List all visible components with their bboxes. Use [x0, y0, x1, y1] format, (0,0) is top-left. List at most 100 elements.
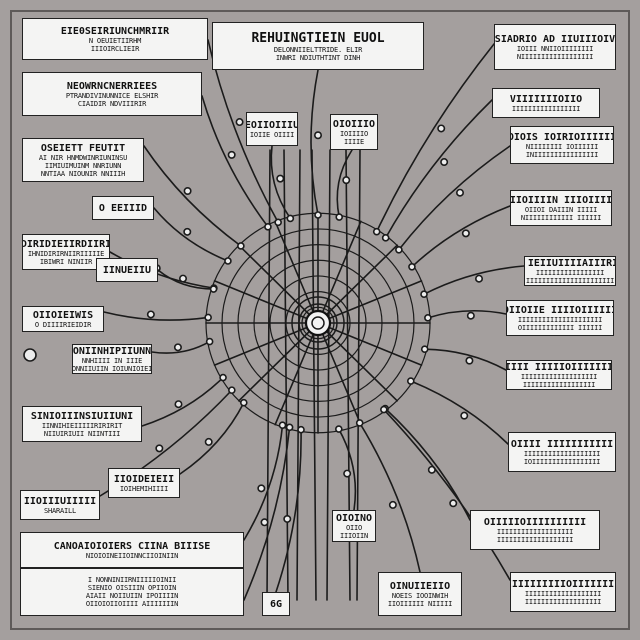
- label-line: IIIIIIIIIIIIIIIII: [511, 104, 581, 113]
- label-line: IOIIE OIIII: [249, 130, 295, 139]
- label-line: IIOIIIIII NIIIII: [387, 599, 453, 608]
- connector-wire: [141, 376, 224, 427]
- label-box-r6: NIIII IIIIIOIIIIIIIIIIIIIIIIIIIIIIIIIIII…: [506, 360, 612, 390]
- label-line: IIMIUIMUINM NNRIUNN: [44, 161, 122, 170]
- label-heading: OIOIS IOIRIOIIIIII: [510, 131, 614, 143]
- vertical-wire: [311, 149, 317, 601]
- label-line: IINNIHIEIIIIIRIRIRIT: [41, 421, 123, 430]
- wire-node: [455, 188, 464, 197]
- label-heading: IIIIIIIIIIOIIIIIIII: [510, 578, 616, 590]
- connector-wire: [384, 99, 493, 239]
- label-heading: EIE0SEIRIUNCHMRIIR: [60, 25, 170, 37]
- wire-node: [343, 469, 352, 478]
- label-heading: OIIOIIIIN IIIOIIIII: [510, 194, 612, 206]
- label-line: NNTIAA NIOUNIR NNIIIH: [40, 169, 126, 178]
- label-heading: OIIIIIOIIIIIIIIII: [483, 516, 587, 528]
- junction-node: [286, 214, 295, 223]
- wire-node: [283, 514, 292, 523]
- connector-wire: [310, 69, 319, 216]
- connector-wire: [375, 43, 495, 233]
- connector-wire: [423, 348, 507, 371]
- junction-node: [314, 211, 322, 219]
- wire-node: [440, 158, 449, 167]
- connector-wire: [411, 205, 511, 268]
- label-heading: VIIIIIIIOIIO: [509, 93, 583, 105]
- wire-node: [235, 118, 244, 127]
- wire-node: [173, 343, 182, 352]
- label-line: NIIIIIIII IOIIIIII: [525, 142, 599, 151]
- connector-wire: [423, 265, 525, 295]
- label-line: OIIOI DAIIIN IIIII: [524, 205, 598, 214]
- connector-wire: [427, 309, 507, 319]
- label-line: IIIOIRCLIEIR: [90, 44, 140, 53]
- junction-node: [239, 398, 248, 407]
- label-line: I NONNINIIRNIIIIIOINII: [87, 576, 177, 584]
- label-heading: OIDIRIDIEIIRDIIRIRI: [22, 238, 109, 250]
- label-heading: O EEIIID: [98, 202, 148, 214]
- label-heading: OIOIIIO: [332, 118, 376, 130]
- wire-node: [179, 274, 188, 283]
- label-line: AIAII NOIIUIIN IPOIIIIN: [85, 592, 179, 600]
- junction-node: [228, 386, 236, 394]
- connector-wire: [143, 145, 242, 247]
- junction-node: [372, 227, 381, 236]
- junction-node: [237, 242, 245, 250]
- wire-node: [388, 500, 397, 509]
- label-line: OIIO: [345, 523, 363, 532]
- label-line: IOIIIIIIIIIIIIIIIII: [523, 457, 601, 466]
- label-line: IIIIIIIIIIIIIIIIIII: [496, 535, 574, 544]
- junction-node: [219, 373, 227, 382]
- label-heading: OINUIIEIIO: [389, 580, 451, 592]
- label-heading: EOIIOIIIU: [246, 119, 298, 131]
- label-line: NIOIOINEIIOINNCIIOINIIN: [85, 551, 179, 560]
- label-line: IHNIDIRIRNIIRIIIIIE: [27, 249, 105, 258]
- wire-node: [461, 229, 470, 238]
- label-line: NNHIIII IN IIIE: [81, 356, 143, 365]
- label-line: N OEUIETIIRHM: [88, 36, 142, 45]
- junction-node: [395, 245, 403, 254]
- connector-wire: [153, 207, 229, 262]
- label-line: O DIIIIRIEIDIR: [34, 320, 92, 329]
- label-line: NOEIS IOOINWIH: [391, 591, 449, 600]
- label-heading: OIIOIEIWIS: [32, 309, 94, 321]
- label-line: IIIIIIIIIIIIIIIIII: [522, 380, 596, 389]
- wire-node: [276, 174, 285, 183]
- label-heading: ONIINHIPIIUNN: [72, 345, 152, 357]
- label-line: IIIIIIIIIIIIIIIII: [535, 268, 605, 277]
- label-line: PTRANDIVINUNNICE ELSHIR: [65, 91, 159, 100]
- diagram-frame: [10, 10, 630, 630]
- junction-node: [380, 405, 388, 414]
- label-line: SIENIO OISIIIN OPIIOIN: [87, 584, 177, 592]
- label-heading: 6G: [269, 598, 283, 610]
- label-line: IOIHEMIHIIII: [119, 484, 169, 493]
- label-line: DELONNIIELTTRIDE. ELIR: [273, 45, 363, 54]
- connector-wire: [398, 145, 511, 251]
- junction-node: [224, 257, 232, 265]
- wire-node: [466, 311, 475, 320]
- label-line: IIIOIIN: [339, 531, 369, 540]
- junction-node: [204, 313, 212, 322]
- wire-node: [227, 150, 236, 159]
- connector-wire: [383, 408, 511, 581]
- label-heading: IIOIIIUIIIII: [23, 495, 97, 507]
- label-box-l3: OIDIRIDIEIIRDIIRIRIIHNIDIRIRNIIRIIIIIEIB…: [22, 234, 110, 270]
- connector-wire: [358, 422, 421, 573]
- connector-wire: [409, 380, 509, 445]
- label-heading: OIIII IIIIIIIIIII: [510, 438, 614, 450]
- label-box-l4: IINUEIIU: [96, 258, 158, 282]
- wire-node: [174, 400, 183, 409]
- web-spoke: [238, 244, 319, 324]
- label-line: IOIII NNIIOIIIIIIII: [516, 44, 594, 53]
- label-heading: SIADRIO AD IIUIIIOIV: [494, 33, 616, 45]
- label-line: IOIIIIO: [339, 129, 369, 138]
